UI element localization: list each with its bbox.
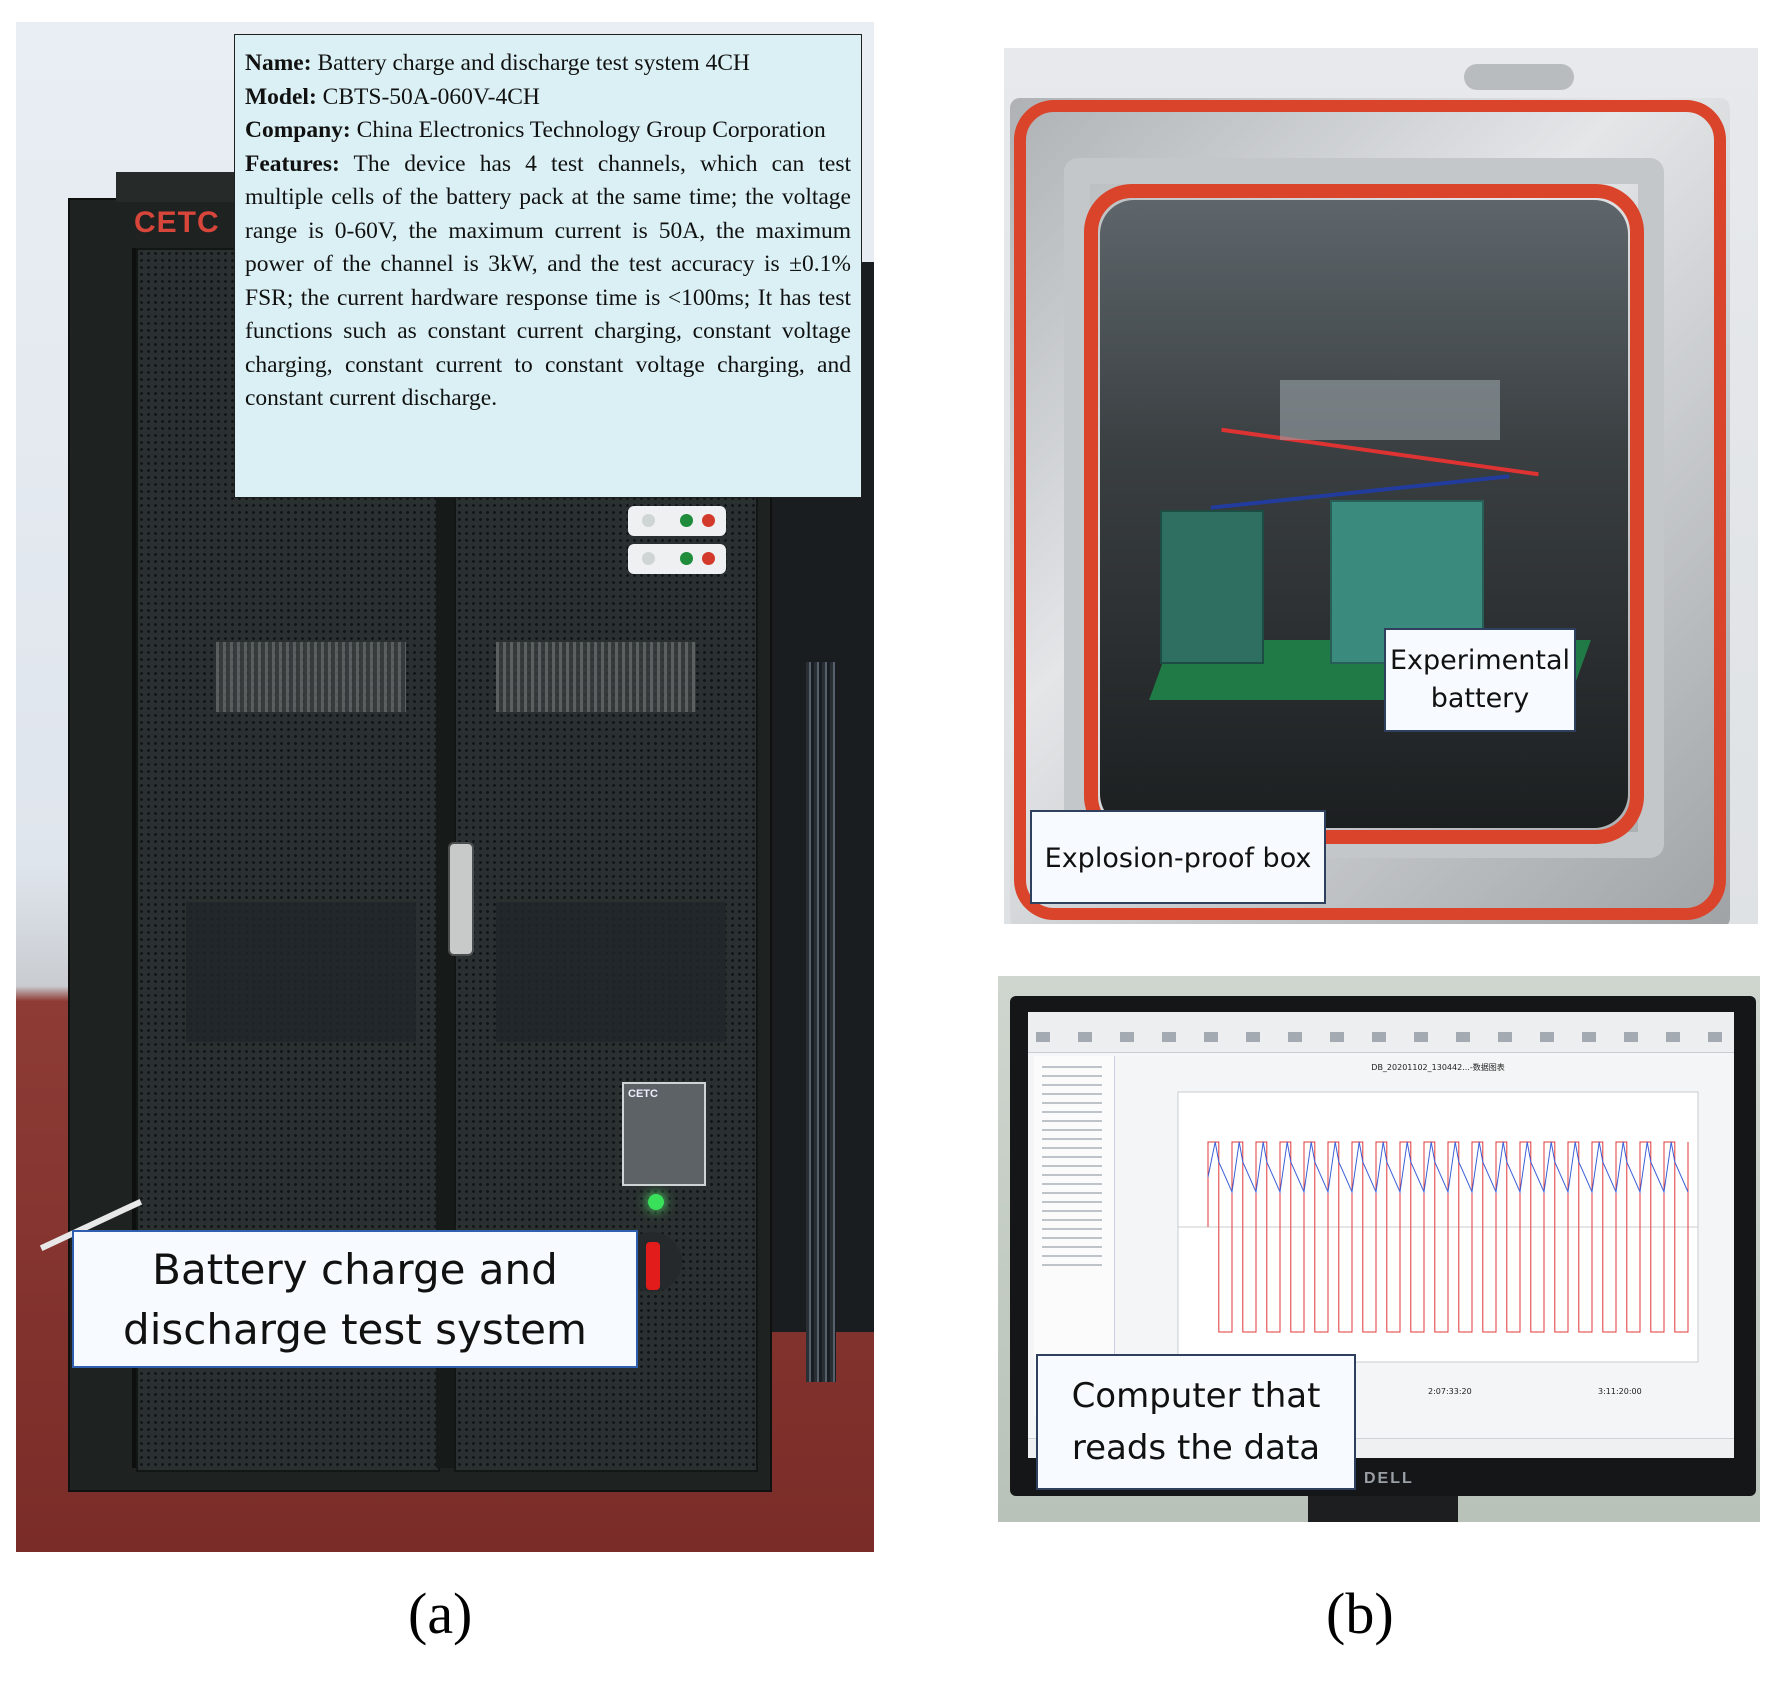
test-system-label: Battery charge and discharge test system [72,1230,638,1368]
door-handle [448,842,474,956]
door-seam [436,248,454,1468]
indicator-panel-1 [628,506,726,536]
caption-a: (a) [408,1581,473,1646]
green-light-icon [680,552,693,565]
cetc-logo: CETC [134,206,220,239]
outer-gasket [1014,100,1726,920]
x-tick-2: 3:11:20:00 [1598,1387,1642,1396]
green-light-icon [680,514,693,527]
model-value: CBTS-50A-060V-4CH [316,83,540,110]
indicator-light-icon [642,552,655,565]
indicator-panel-2 [628,544,726,574]
model-label: Model: [245,83,317,110]
explosion-proof-box-photo [1004,48,1758,924]
module-row [216,642,406,712]
dell-logo: DELL [1364,1470,1414,1487]
computer-photo: DB_20201102_130442...-数据图表 2:07:33:20 3:… [998,976,1760,1522]
current-trace [1207,1141,1689,1333]
data-plot [1177,1091,1699,1363]
name-label: Name: [245,50,312,76]
module-row [496,642,696,712]
nameplate: CETC [622,1082,706,1186]
features-label: Features: [245,150,340,177]
company-value: China Electronics Technology Group Corpo… [350,117,826,143]
cables [806,662,836,1382]
chart-title: DB_20201102_130442...-数据图表 [1371,1063,1505,1072]
trace-group [1207,1141,1689,1333]
voltage-trace [1207,1141,1689,1194]
software-toolbar [1028,1012,1734,1053]
device-info-box: Name: Battery charge and discharge test … [234,34,862,498]
indicator-light-icon [642,514,655,527]
explosion-proof-box-label: Explosion-proof box [1030,810,1326,904]
battery-left [1160,510,1264,664]
red-light-icon [702,552,715,565]
monitor-stand [1308,1496,1458,1522]
name-value: Battery charge and discharge test system… [311,50,750,76]
red-light-icon [702,514,715,527]
experimental-battery-label: Experimental battery [1384,628,1576,732]
company-label: Company: [245,117,351,143]
power-light-icon [648,1194,664,1210]
caption-b: (b) [1326,1581,1394,1646]
switch-handle-icon [646,1242,660,1290]
computer-label: Computer that reads the data [1036,1354,1356,1490]
features-value: The device has 4 test channels, which ca… [245,150,851,412]
x-tick-1: 2:07:33:20 [1428,1387,1472,1396]
box-chamber [1100,200,1628,828]
